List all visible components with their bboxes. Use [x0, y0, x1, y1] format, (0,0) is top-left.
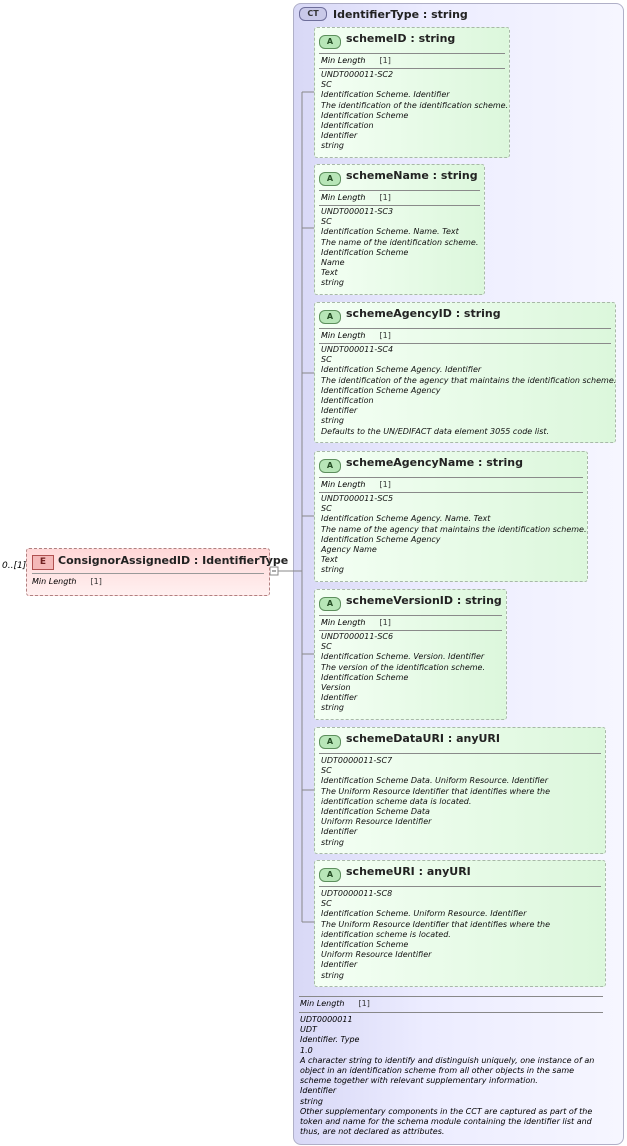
- attribute-description: UNDT000011-SC6 SC Identification Scheme.…: [321, 632, 485, 713]
- attribute-box-schemedatauri[interactable]: A schemeDataURI : anyURI UDT0000011-SC7 …: [314, 727, 606, 854]
- element-box[interactable]: E ConsignorAssignedID : IdentifierType M…: [26, 548, 288, 596]
- attribute-title: schemeAgencyID : string: [346, 307, 501, 320]
- attribute-title: schemeID : string: [346, 32, 456, 45]
- attribute-badge: A: [319, 35, 341, 49]
- attribute-badge: A: [319, 172, 341, 186]
- attribute-min-length: Min Length[1]: [321, 331, 391, 340]
- attribute-badge: A: [319, 735, 341, 749]
- element-divider: [32, 573, 264, 574]
- type-info-divider: [299, 1012, 603, 1013]
- attribute-title: schemeURI : anyURI: [346, 865, 471, 878]
- attribute-min-length: Min Length[1]: [321, 480, 391, 489]
- attribute-badge: A: [319, 868, 341, 882]
- type-info-divider: [299, 996, 603, 997]
- attribute-min-length: Min Length[1]: [321, 193, 391, 202]
- element-occurrence: 0..[1]: [2, 561, 27, 571]
- complex-type-header: CT IdentifierType : string: [299, 6, 468, 22]
- attribute-box-schemeuri[interactable]: A schemeURI : anyURI UDT0000011-SC8 SC I…: [314, 860, 606, 987]
- attribute-badge: A: [319, 459, 341, 473]
- attribute-description: UDT0000011-SC8 SC Identification Scheme.…: [321, 889, 551, 980]
- element-badge: E: [32, 555, 54, 570]
- attribute-description: UDT0000011-SC7 SC Identification Scheme …: [321, 756, 551, 847]
- attribute-description: UNDT000011-SC5 SC Identification Scheme …: [321, 494, 587, 575]
- attribute-description: UNDT000011-SC2 SC Identification Scheme.…: [321, 70, 509, 151]
- attribute-badge: A: [319, 310, 341, 324]
- attribute-title: schemeVersionID : string: [346, 594, 502, 607]
- attribute-description: UNDT000011-SC4 SC Identification Scheme …: [321, 345, 617, 436]
- attribute-min-length: Min Length[1]: [321, 56, 391, 65]
- element-title: ConsignorAssignedID : IdentifierType: [58, 554, 289, 567]
- complex-type-title: IdentifierType : string: [333, 7, 468, 21]
- attribute-badge: A: [319, 597, 341, 611]
- attribute-title: schemeAgencyName : string: [346, 456, 523, 469]
- attribute-description: UNDT000011-SC3 SC Identification Scheme.…: [321, 207, 479, 288]
- attribute-box-schemeid[interactable]: A schemeID : string Min Length[1] UNDT00…: [314, 27, 510, 158]
- attribute-min-length: Min Length[1]: [321, 618, 391, 627]
- type-description: UDT0000011 UDT Identifier. Type 1.0 A ch…: [300, 1015, 595, 1137]
- attribute-box-schemeagencyid[interactable]: A schemeAgencyID : string Min Length[1] …: [314, 302, 616, 443]
- type-min-length: Min Length[1]: [300, 999, 370, 1008]
- attribute-title: schemeDataURI : anyURI: [346, 732, 500, 745]
- element-min-length: Min Length[1]: [32, 577, 102, 586]
- attribute-title: schemeName : string: [346, 169, 478, 182]
- attribute-box-schemeversionid[interactable]: A schemeVersionID : string Min Length[1]…: [314, 589, 507, 720]
- complex-type-badge: CT: [299, 7, 327, 21]
- attribute-box-schemename[interactable]: A schemeName : string Min Length[1] UNDT…: [314, 164, 485, 295]
- attribute-box-schemeagencyname[interactable]: A schemeAgencyName : string Min Length[1…: [314, 451, 588, 582]
